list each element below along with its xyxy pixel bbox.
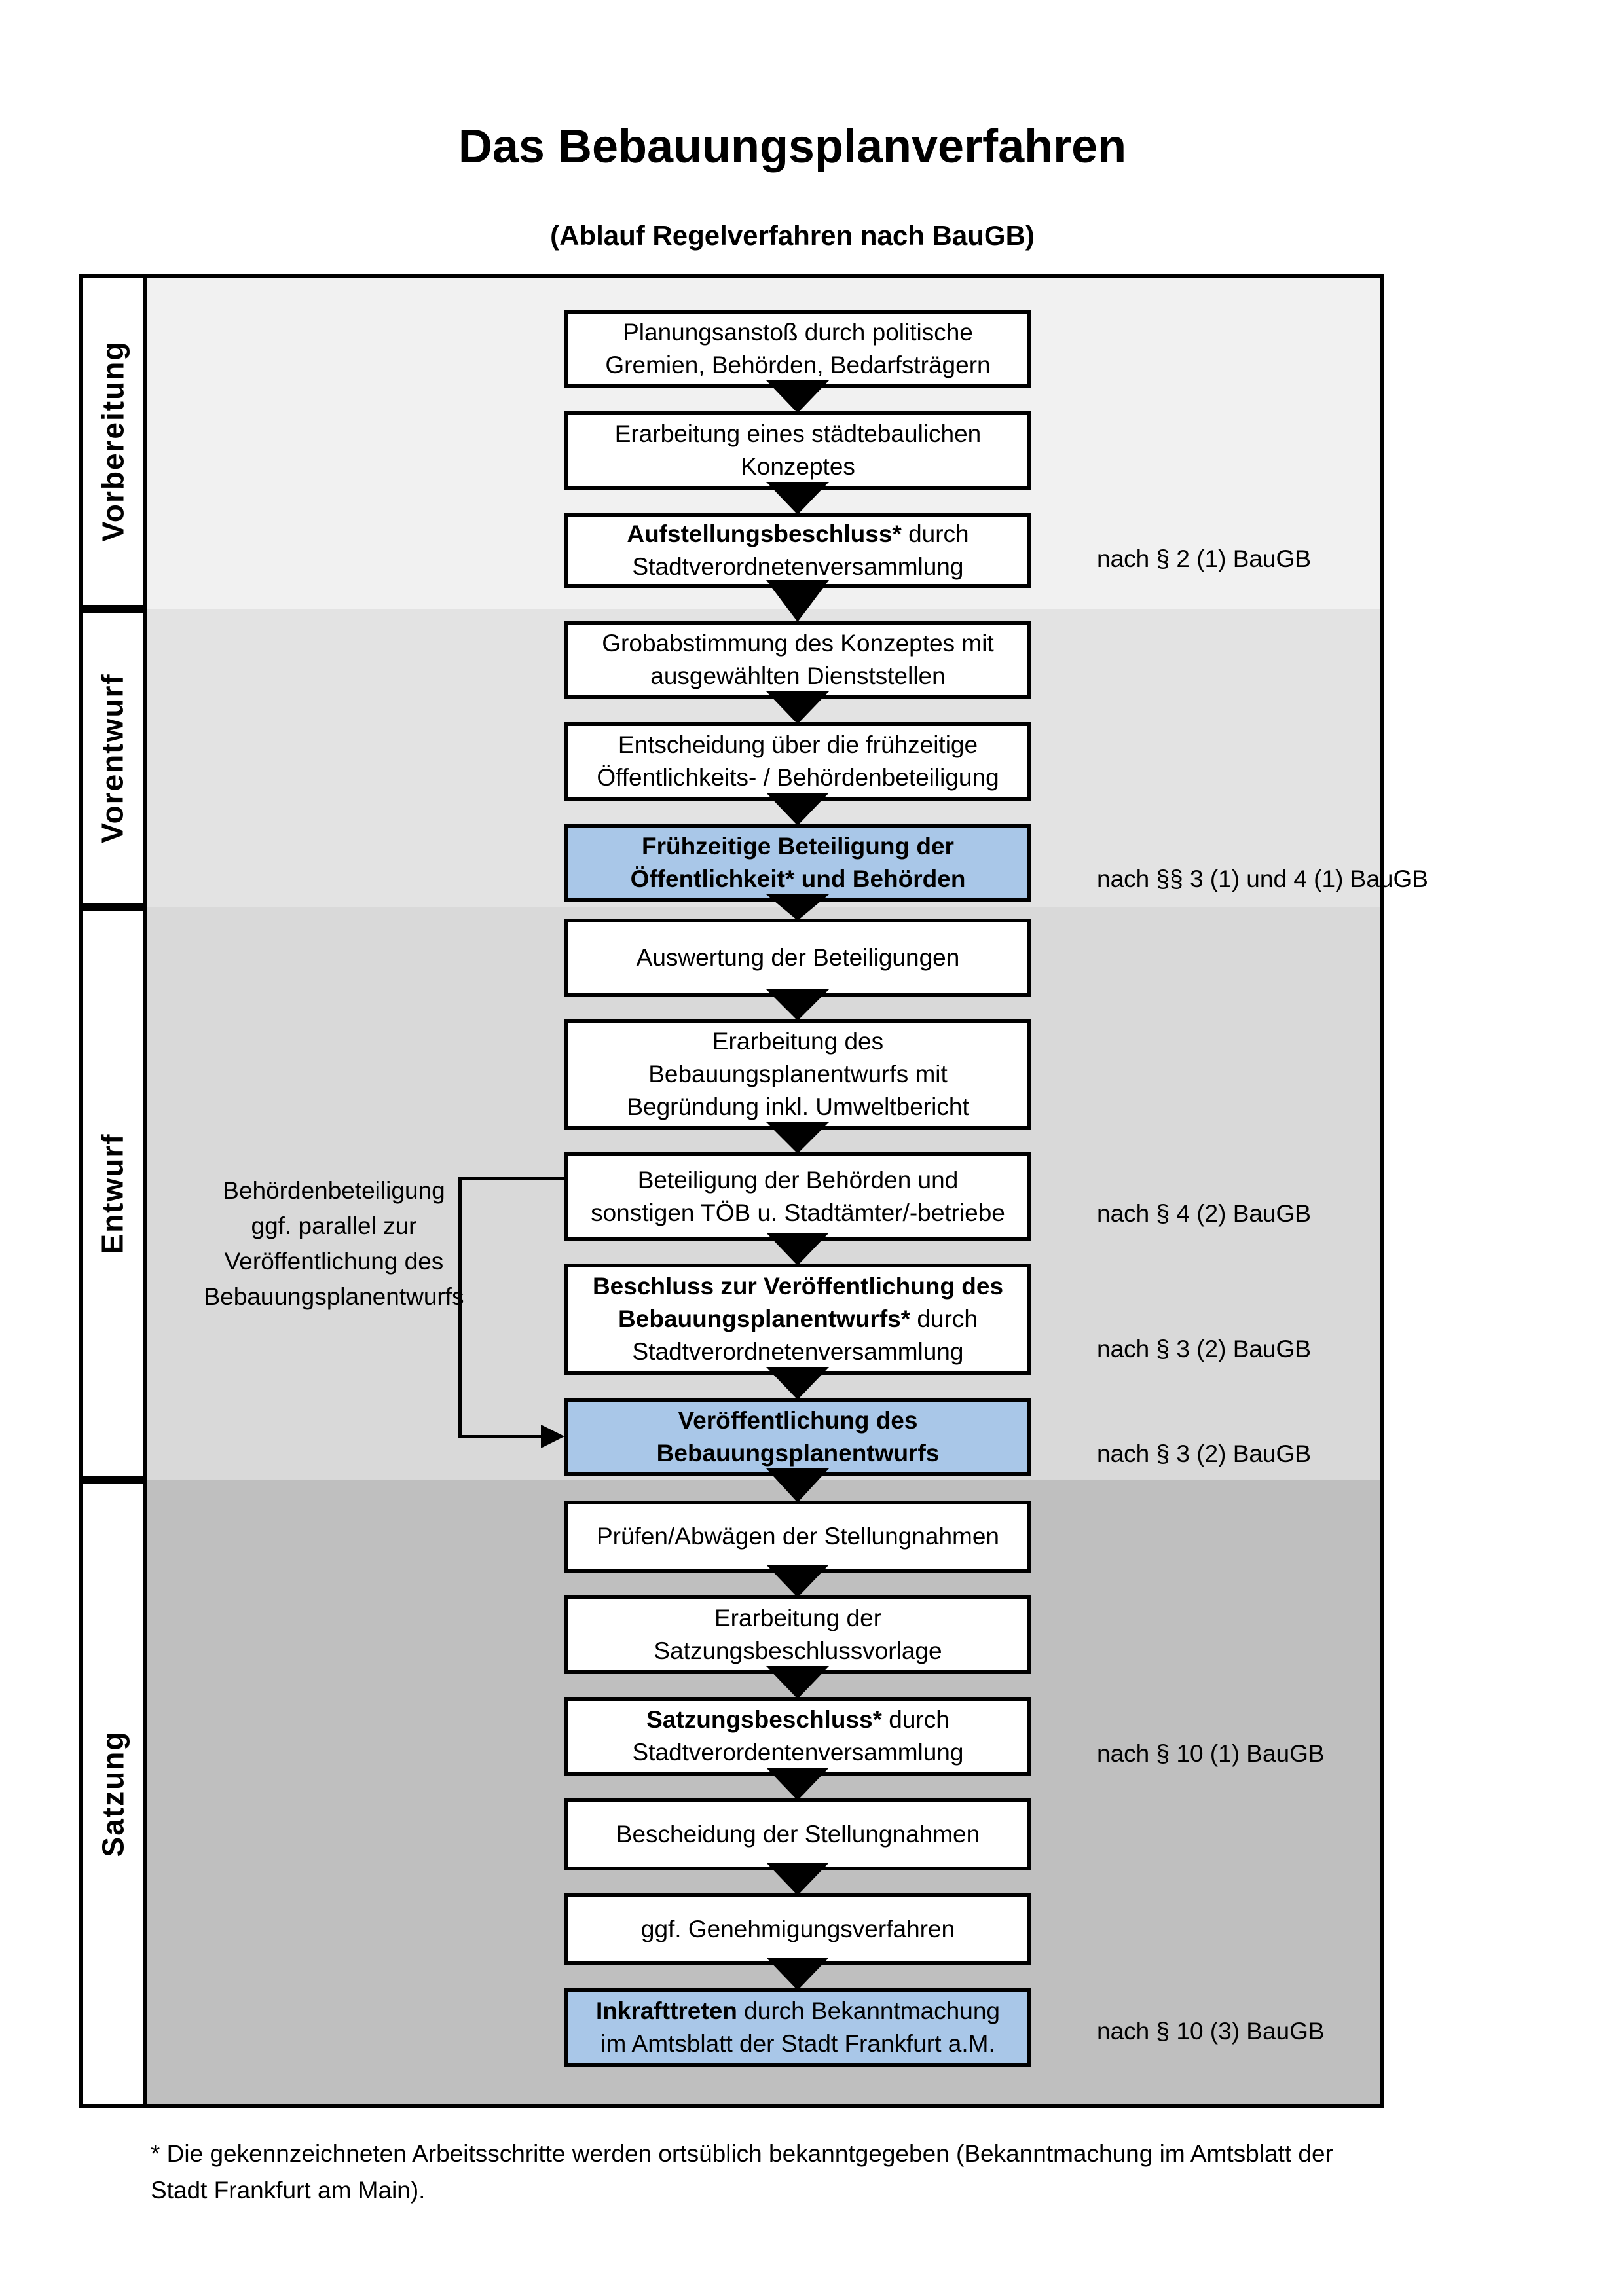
law-note-2-1: nach § 2 (1) BauGB [1097, 545, 1312, 572]
step-line: Auswertung der Beteiligungen [636, 944, 960, 971]
step-line: Planungsanstoß durch politische [623, 319, 973, 346]
phase-cell-vorentwurf: Vorentwurf [79, 609, 147, 907]
law-note-3-2-b: nach § 3 (2) BauGB [1097, 1440, 1312, 1467]
flow-arrow-down [766, 1122, 829, 1154]
flow-arrow-down [766, 1768, 829, 1800]
bracket-arrowhead-right [541, 1425, 564, 1448]
step-line: Erarbeitung der [714, 1605, 882, 1631]
step-line-bold: Frühzeitige Beteiligung der [642, 833, 954, 860]
phase-label-vorbereitung: Vorbereitung [96, 340, 130, 542]
side-note-line: Veröffentlichung des [224, 1248, 444, 1275]
step-box-auswertung: Auswertung der Beteiligungen [564, 919, 1031, 997]
step-box-planungsanstoss: Planungsanstoß durch politische Gremien,… [564, 310, 1031, 388]
side-note-behoerdenbeteiligung: Behördenbeteiligung ggf. parallel zur Ve… [170, 1173, 498, 1315]
step-box-grobabstimmung: Grobabstimmung des Konzeptes mit ausgewä… [564, 621, 1031, 699]
phase-cell-entwurf: Entwurf [79, 907, 147, 1480]
flow-arrow-down [766, 1367, 829, 1400]
flow-arrow-down [766, 1863, 829, 1895]
step-line: durch [910, 1305, 978, 1332]
law-note-3-2-a: nach § 3 (2) BauGB [1097, 1336, 1312, 1362]
law-note-10-3: nach § 10 (3) BauGB [1097, 2018, 1325, 2045]
step-line: Bebauungsplanentwurfs mit [648, 1061, 948, 1087]
step-line: ggf. Genehmigungsverfahren [640, 1916, 955, 1942]
step-box-genehmigungsverfahren: ggf. Genehmigungsverfahren [564, 1893, 1031, 1965]
step-line: Stadtverordnetenversammlung [632, 1338, 964, 1365]
law-note-10-1: nach § 10 (1) BauGB [1097, 1740, 1325, 1767]
flow-arrow-down [766, 894, 829, 920]
step-box-fruehzeitige-beteiligung: Frühzeitige Beteiligung der Öffentlichke… [564, 824, 1031, 902]
step-line: im Amtsblatt der Stadt Frankfurt a.M. [600, 2030, 995, 2057]
step-line: Beteiligung der Behörden und [637, 1166, 959, 1194]
step-line: Satzungsbeschlussvorlage [654, 1637, 942, 1664]
step-box-inkrafttreten: Inkrafttreten durch Bekanntmachung im Am… [564, 1988, 1031, 2067]
step-line-bold: Bebauungsplanentwurfs [656, 1440, 940, 1467]
step-line: Prüfen/Abwägen der Stellungnahmen [596, 1523, 1000, 1550]
step-line-bold: Öffentlichkeit* und Behörden [630, 866, 966, 892]
bracket-line-vertical [458, 1177, 462, 1436]
step-line-bold: Beschluss zur Veröffentlichung des [592, 1273, 1004, 1300]
step-line: durch Bekanntmachung [737, 1997, 1000, 2024]
step-line: Stadtverordentenversammlung [632, 1739, 964, 1766]
step-box-beschluss-veroeffentlichung: Beschluss zur Veröffentlichung des Bebau… [564, 1264, 1031, 1375]
step-line: Konzeptes [741, 453, 855, 480]
step-line: ausgewählten Dienststellen [650, 663, 946, 689]
step-box-bescheidung: Bescheidung der Stellungnahmen [564, 1798, 1031, 1870]
step-box-veroeffentlichung: Veröffentlichung des Bebauungsplanentwur… [564, 1398, 1031, 1476]
step-box-pruefen-abwaegen: Prüfen/Abwägen der Stellungnahmen [564, 1501, 1031, 1573]
phase-cell-vorbereitung: Vorbereitung [79, 274, 147, 609]
step-line: durch [901, 520, 969, 547]
flow-arrow-down [766, 580, 829, 622]
phase-label-vorentwurf: Vorentwurf [96, 672, 130, 843]
step-line: sonstigen TÖB u. Stadtämter/-betriebe [591, 1199, 1005, 1226]
flow-arrow-down [766, 691, 829, 724]
page-title: Das Bebauungsplanverfahren [458, 120, 1127, 173]
step-box-satzungsbeschluss: Satzungsbeschluss* durch Stadtverordente… [564, 1697, 1031, 1776]
step-line: Erarbeitung des [712, 1028, 884, 1055]
flow-arrow-down [766, 380, 829, 413]
step-line: Öffentlichkeits- / Behördenbeteiligung [597, 764, 999, 791]
step-line-bold: Aufstellungsbeschluss* [627, 520, 902, 547]
step-line: durch [882, 1706, 950, 1733]
step-box-satzungsbeschlussvorlage: Erarbeitung der Satzungsbeschlussvorlage [564, 1595, 1031, 1674]
side-note-line: ggf. parallel zur [251, 1212, 417, 1239]
step-box-staedtebauliches-konzept: Erarbeitung eines städtebaulichen Konzep… [564, 411, 1031, 490]
page-subtitle: (Ablauf Regelverfahren nach BauGB) [550, 220, 1035, 251]
step-box-erarbeitung-entwurf: Erarbeitung des Bebauungsplanentwurfs mi… [564, 1019, 1031, 1130]
step-box-behoerdenbeteiligung: Beteiligung der Behörden und sonstigen T… [564, 1152, 1031, 1241]
step-line: Gremien, Behörden, Bedarfsträgern [605, 352, 991, 378]
phase-cell-satzung: Satzung [79, 1480, 147, 2108]
flow-arrow-down [766, 1233, 829, 1266]
step-line-bold: Inkrafttreten [596, 1997, 737, 2024]
flow-arrow-down [766, 1468, 829, 1503]
step-line-bold: Satzungsbeschluss* [646, 1706, 882, 1733]
step-line: Bescheidung der Stellungnahmen [616, 1821, 980, 1848]
flow-arrow-down [766, 482, 829, 515]
flow-arrow-down [766, 793, 829, 826]
step-line: Grobabstimmung des Konzeptes mit [602, 630, 994, 657]
law-note-4-2: nach § 4 (2) BauGB [1097, 1200, 1312, 1227]
step-line-bold: Veröffentlichung des [678, 1407, 918, 1434]
step-line: Entscheidung über die frühzeitige [618, 731, 978, 758]
step-box-entscheidung-beteiligung: Entscheidung über die frühzeitige Öffent… [564, 722, 1031, 801]
step-line: Stadtverordnetenversammlung [632, 553, 964, 580]
step-line-bold: Bebauungsplanentwurfs* [618, 1305, 911, 1332]
phase-label-entwurf: Entwurf [96, 1132, 130, 1254]
flow-arrow-down [766, 1666, 829, 1699]
flow-arrow-down [766, 989, 829, 1021]
footnote: * Die gekennzeichneten Arbeitsschritte w… [151, 2140, 1333, 2204]
bracket-line-bottom [458, 1435, 544, 1438]
flow-arrow-down [766, 1565, 829, 1597]
step-line: Erarbeitung eines städtebaulichen [614, 420, 982, 447]
flow-arrow-down [766, 1958, 829, 1990]
law-note-3-1-4-1: nach §§ 3 (1) und 4 (1) BauGB [1097, 866, 1428, 892]
step-line: Begründung inkl. Umweltbericht [627, 1093, 969, 1120]
phase-label-satzung: Satzung [96, 1730, 130, 1857]
bracket-line-top [458, 1177, 564, 1180]
side-note-line: Behördenbeteiligung [223, 1177, 445, 1204]
step-box-aufstellungsbeschluss: Aufstellungsbeschluss* durch Stadtverord… [564, 513, 1031, 588]
side-note-line: Bebauungsplanentwurfs [204, 1283, 464, 1310]
